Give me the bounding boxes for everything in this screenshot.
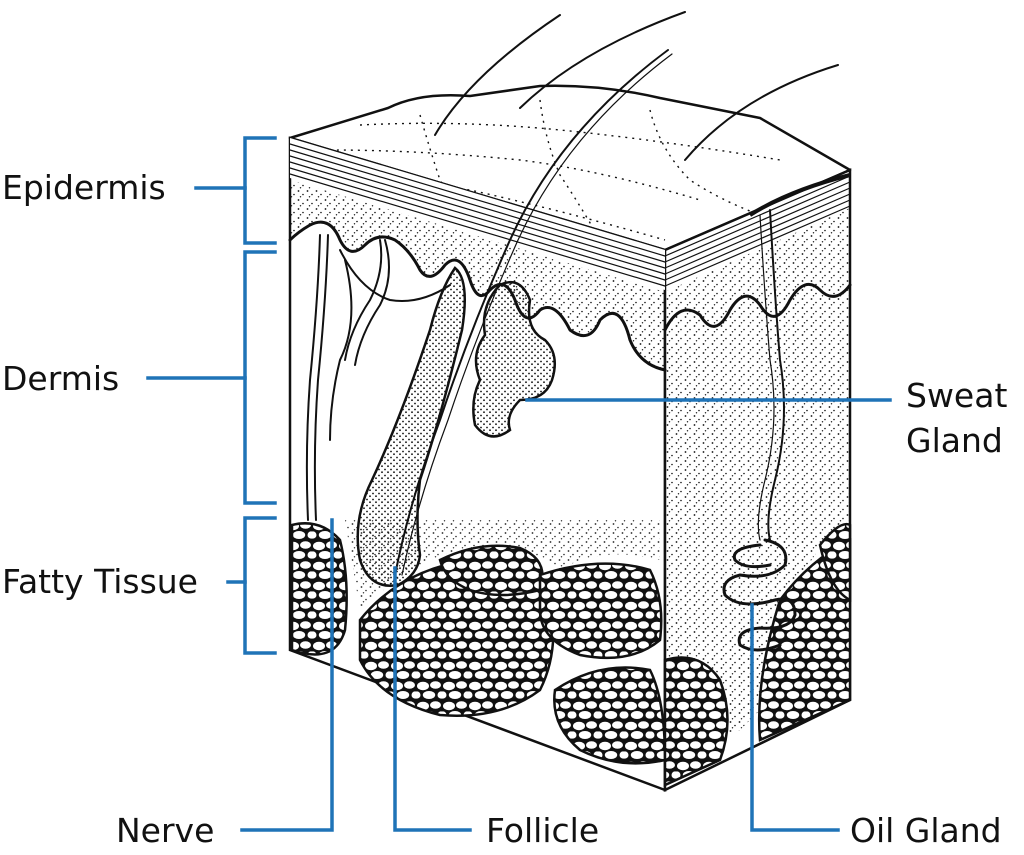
oil-gland-duct bbox=[767, 209, 785, 541]
dermis-stipple-right bbox=[665, 208, 850, 770]
hair-follicle-sheath bbox=[356, 266, 467, 587]
leader-nerve bbox=[240, 518, 334, 832]
leader-follicle bbox=[393, 566, 472, 832]
label-fatty-tissue: Fatty Tissue bbox=[2, 562, 198, 601]
leader-oil-gland bbox=[750, 603, 840, 832]
dermis-papillae-border-front bbox=[288, 220, 667, 372]
skin-top-surface bbox=[288, 84, 852, 252]
label-sweat-gland-line1: Sweat bbox=[906, 376, 1007, 415]
skin-surface-texture bbox=[299, 99, 781, 241]
epidermis-strata-lines-right bbox=[664, 175, 851, 287]
label-dermis: Dermis bbox=[2, 359, 119, 398]
right-surface-ridges bbox=[748, 173, 851, 217]
label-oil-gland: Oil Gland bbox=[850, 811, 1002, 850]
fatty-tissue-lobules bbox=[290, 522, 852, 787]
skin-block-illustration bbox=[288, 11, 852, 792]
label-sweat-gland-line2: Gland bbox=[906, 421, 1003, 460]
hair-shaft-1 bbox=[434, 14, 561, 136]
nerve-fibers bbox=[305, 234, 451, 521]
hair-shaft-main bbox=[394, 49, 669, 576]
epidermis-strata-lines-front bbox=[289, 143, 666, 287]
label-nerve: Nerve bbox=[116, 811, 214, 850]
bracket-dermis bbox=[146, 250, 277, 505]
hair-shaft-3 bbox=[684, 64, 839, 161]
subcutaneous-stipple bbox=[345, 520, 660, 610]
bracket-fatty-tissue bbox=[226, 516, 277, 655]
oil-gland-duct-2 bbox=[757, 214, 775, 541]
label-follicle: Follicle bbox=[486, 811, 599, 850]
label-epidermis: Epidermis bbox=[2, 168, 166, 207]
dermis-papillae-border-right bbox=[663, 282, 852, 332]
hair-shaft-2 bbox=[519, 11, 686, 109]
dermis-stipple-front bbox=[290, 180, 665, 370]
bracket-epidermis bbox=[194, 136, 277, 245]
sweat-gland-body bbox=[472, 280, 557, 438]
oil-gland-coil bbox=[722, 538, 797, 652]
